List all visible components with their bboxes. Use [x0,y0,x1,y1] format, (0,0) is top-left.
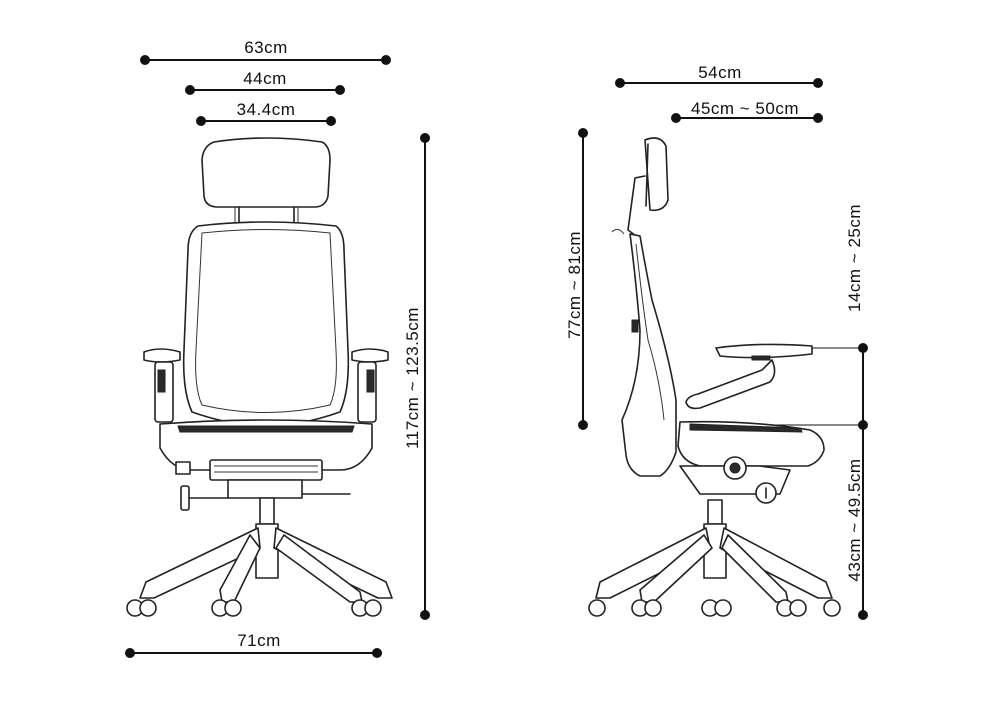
total-height-label: 117cm ~ 123.5cm [403,307,422,449]
side-view: 54cm 45cm ~ 50cm 77cm ~ 81cm 14cm ~ 25cm [565,63,868,620]
backrest-height-label: 77cm ~ 81cm [565,231,584,339]
dim-backrest-height: 77cm ~ 81cm [565,128,588,430]
dim-overall-width: 63cm [140,38,391,65]
headrest-width-label: 34.4cm [237,100,296,119]
chair-front-drawing [126,137,393,617]
seat-depth-label: 45cm ~ 50cm [691,99,799,118]
chair-side-drawing [588,137,841,617]
depth-label: 54cm [698,63,742,82]
dim-armrest-height: 14cm ~ 25cm [740,204,868,430]
armrest-height-label: 14cm ~ 25cm [845,204,864,312]
dim-seat-height: 43cm ~ 49.5cm [845,425,868,620]
side-casters [588,599,841,617]
seat-width-label: 44cm [243,69,287,88]
dim-total-height: 117cm ~ 123.5cm [403,133,430,620]
dim-seat-depth: 45cm ~ 50cm [671,99,823,123]
dim-depth: 54cm [615,63,823,88]
front-view: 63cm 44cm 34.4cm 117cm ~ 123.5cm [125,38,430,658]
front-casters [126,599,382,617]
base-width-label: 71cm [237,631,281,650]
overall-width-label: 63cm [244,38,288,57]
dim-seat-width: 44cm [185,69,345,95]
dim-base-width: 71cm [125,631,382,658]
seat-height-label: 43cm ~ 49.5cm [845,458,864,581]
dim-headrest-width: 34.4cm [196,100,336,126]
